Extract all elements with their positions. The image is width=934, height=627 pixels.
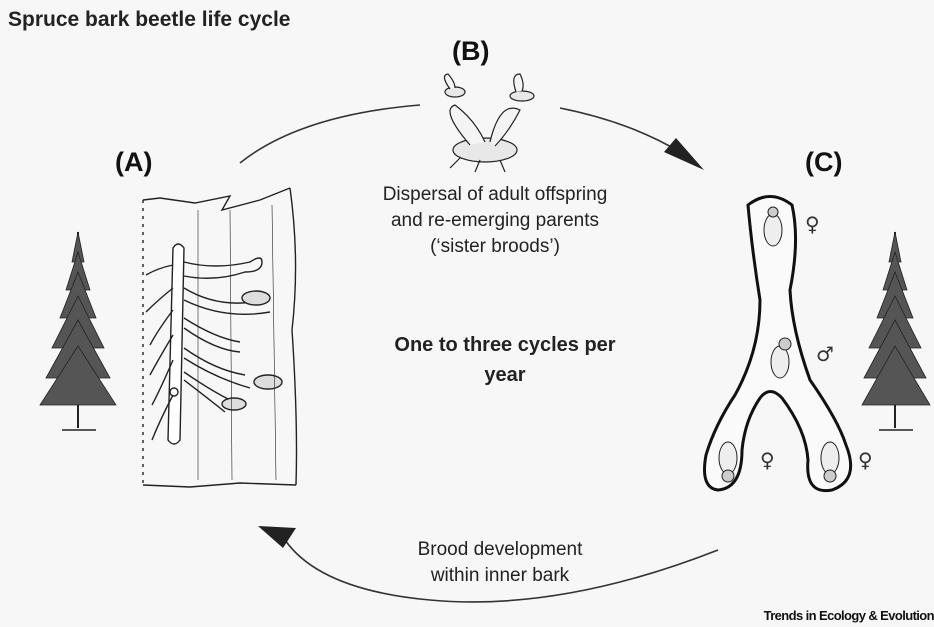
stage-label-c: (C) — [805, 147, 842, 178]
dispersal-caption: Dispersal of adult offspring and re-emer… — [340, 182, 650, 260]
brood-line-2: within inner bark — [370, 563, 630, 589]
female-symbol-right: ♀ — [858, 448, 873, 472]
female-symbol-left: ♀ — [760, 448, 775, 472]
bark-gallery-illustration — [143, 188, 297, 487]
cycles-line-1: One to three cycles per — [360, 330, 650, 360]
spruce-tree-right — [862, 232, 930, 430]
brood-caption: Brood development within inner bark — [370, 537, 630, 589]
dispersal-line-2: and re-emerging parents — [340, 208, 650, 234]
spruce-tree-left — [40, 232, 116, 430]
stage-label-a: (A) — [115, 147, 152, 178]
cycles-caption: One to three cycles per year — [360, 330, 650, 390]
female-symbol-top: ♀ — [805, 212, 820, 236]
cycles-line-2: year — [360, 360, 650, 390]
dispersal-line-3: (‘sister broods’) — [340, 234, 650, 260]
journal-credit: Trends in Ecology & Evolution — [764, 608, 934, 623]
diagram-title: Spruce bark beetle life cycle — [8, 8, 290, 32]
dispersal-line-1: Dispersal of adult offspring — [340, 182, 650, 208]
flying-beetles-illustration — [444, 74, 534, 172]
stage-label-b: (B) — [452, 36, 489, 67]
brood-line-1: Brood development — [370, 537, 630, 563]
male-symbol: ♂ — [816, 342, 834, 366]
